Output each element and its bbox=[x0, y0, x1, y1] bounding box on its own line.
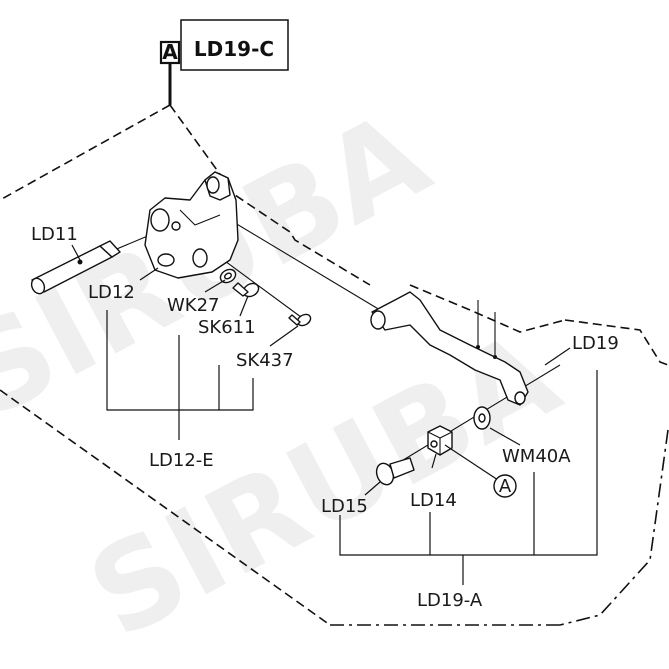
boundary-left-bottom bbox=[0, 389, 331, 626]
label-ld12-e: LD12-E bbox=[149, 450, 214, 471]
callout-a-circle bbox=[493, 474, 517, 498]
part-ld14-block bbox=[427, 425, 453, 456]
label-wk27: WK27 bbox=[167, 295, 220, 316]
part-labels: LD11 LD12 WK27 SK611 SK437 LD19 WM40A LD… bbox=[31, 224, 619, 611]
part-wm40a-washer bbox=[473, 406, 491, 430]
label-ld19-a: LD19-A bbox=[417, 590, 483, 611]
boundary-right-top bbox=[564, 319, 669, 366]
leader-lines bbox=[71, 244, 598, 585]
label-wm40a: WM40A bbox=[502, 446, 571, 467]
part-ld19-lever bbox=[370, 291, 529, 406]
axis-link bbox=[229, 219, 381, 311]
assembly-header: A LD19-C bbox=[159, 19, 289, 105]
ref-marker-letter: A bbox=[162, 40, 178, 64]
boundary-right bbox=[559, 429, 669, 626]
part-ld15-pin bbox=[375, 457, 415, 486]
boundary-left-top bbox=[0, 104, 171, 201]
label-sk611: SK611 bbox=[198, 317, 256, 338]
callout-a-leader bbox=[444, 444, 499, 481]
part-sk611-screw bbox=[232, 282, 260, 298]
label-ld19: LD19 bbox=[572, 333, 619, 354]
label-ld12: LD12 bbox=[88, 282, 135, 303]
label-ld15: LD15 bbox=[321, 496, 368, 517]
label-ld11: LD11 bbox=[31, 224, 78, 245]
label-ld14: LD14 bbox=[410, 490, 457, 511]
label-sk437: SK437 bbox=[236, 350, 294, 371]
callout-a-letter: A bbox=[499, 476, 512, 497]
header-frame bbox=[180, 19, 289, 71]
assembly-code: LD19-C bbox=[194, 37, 274, 61]
part-sk437-screw bbox=[288, 313, 312, 327]
part-ld11-shaft bbox=[30, 240, 121, 295]
callout-a: A bbox=[444, 444, 517, 498]
part-wk27-washer bbox=[219, 268, 237, 284]
boundary-upper bbox=[169, 104, 371, 286]
part-ld12-bracket bbox=[144, 171, 239, 279]
